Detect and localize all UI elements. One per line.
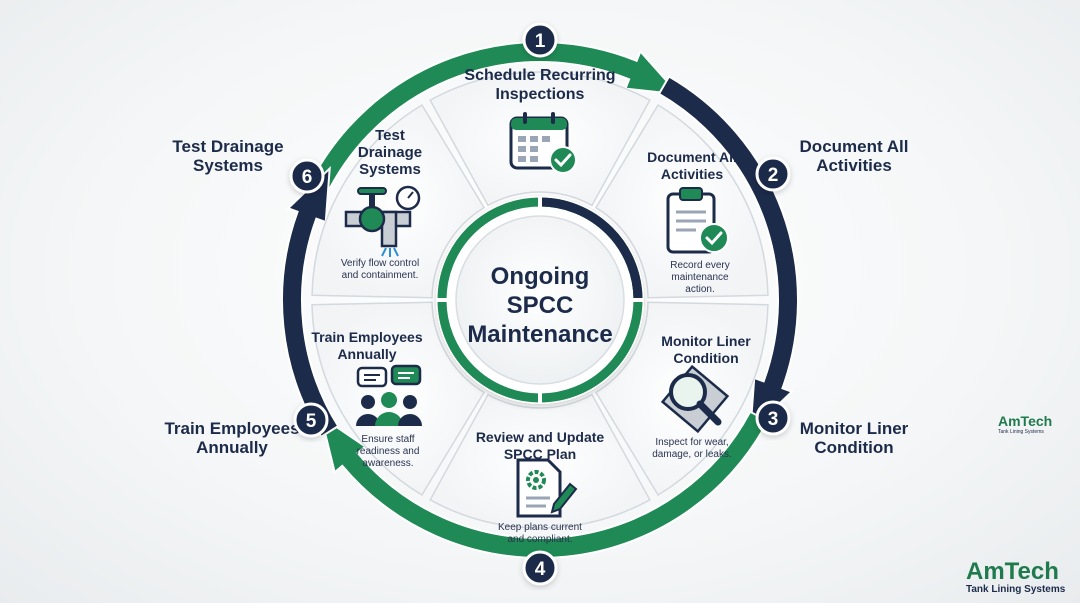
step-3-number: 3 xyxy=(768,409,779,430)
step-3-description-line-2: damage, or leaks. xyxy=(652,449,732,460)
main-logo-tagline: Tank Lining Systems xyxy=(966,584,1066,595)
step-5-outer-label-line-2: Annually xyxy=(196,438,268,457)
center-title-line-1: Ongoing xyxy=(491,263,590,290)
magnifier-liner-icon xyxy=(660,364,730,434)
step-1-badge: 1 xyxy=(522,22,558,58)
step-2-description-line-1: Record every xyxy=(670,260,729,271)
step-6-description-line-2: and containment. xyxy=(342,270,419,281)
step-3-outer-label-line-2: Condition xyxy=(814,438,893,457)
step-6-outer-label-line-2: Systems xyxy=(193,156,263,175)
step-6-outer-label-line-1: Test Drainage xyxy=(172,137,283,156)
step-4-badge: 4 xyxy=(522,550,558,586)
step-4-description-line-2: and compliant. xyxy=(507,534,572,545)
center-title-line-2: SPCC xyxy=(507,292,574,319)
step-2-number: 2 xyxy=(768,165,779,186)
wheel-segment-5 xyxy=(311,301,486,497)
step-3-title-line-2: Condition xyxy=(673,350,738,366)
step-5-title-line-1: Train Employees xyxy=(311,329,422,345)
step-4-number: 4 xyxy=(535,559,546,580)
step-6-description-line-1: Verify flow control xyxy=(341,258,419,269)
valve-gauge-icon xyxy=(344,185,421,257)
center-title-line-3: Maintenance xyxy=(467,321,612,348)
step-3-description-line-1: Inspect for wear, xyxy=(655,437,728,448)
step-badges: 1 2 3 4 5 6 xyxy=(289,22,791,586)
step-3-title-line-1: Monitor Liner xyxy=(661,333,751,349)
clipboard-check-icon xyxy=(666,187,729,254)
step-5-badge: 5 xyxy=(293,402,329,438)
step-6-title-line-2: Drainage xyxy=(358,144,422,161)
step-2-description-line-2: maintenance xyxy=(671,272,729,283)
step-4-description-line-1: Keep plans current xyxy=(498,522,582,533)
step-5-title-line-2: Annually xyxy=(337,346,396,362)
step-6-title-line-3: Systems xyxy=(359,161,421,178)
step-3-outer-label-line-1: Monitor Liner xyxy=(800,419,909,438)
calendar-check-icon xyxy=(509,112,577,174)
step-2-title-line-1: Document All xyxy=(647,149,737,165)
step-5-number: 5 xyxy=(306,411,317,432)
step-6-badge: 6 xyxy=(289,158,325,194)
step-5-description-line-1: Ensure staff xyxy=(361,434,414,445)
step-1-title-line-1: Schedule Recurring xyxy=(464,67,615,84)
step-5-description-line-3: awareness. xyxy=(362,458,413,469)
center-hub: Ongoing SPCC Maintenance xyxy=(436,196,644,404)
step-2-title-line-2: Activities xyxy=(661,166,723,182)
step-2-outer-label-line-1: Document All xyxy=(800,137,909,156)
step-6-number: 6 xyxy=(302,167,313,188)
small-logo-tagline: Tank Lining Systems xyxy=(998,429,1044,435)
step-2-description-line-3: action. xyxy=(685,284,714,295)
step-4-title-line-2: SPCC Plan xyxy=(504,446,576,462)
step-5-description-line-2: readiness and xyxy=(357,446,420,457)
step-2-outer-label-line-2: Activities xyxy=(816,156,892,175)
step-3-badge: 3 xyxy=(755,400,791,436)
document-gear-icon xyxy=(516,458,578,518)
team-chat-icon xyxy=(356,364,422,426)
main-logo-name: AmTech xyxy=(966,558,1059,585)
step-5-outer-label-line-1: Train Employees xyxy=(164,419,299,438)
small-logo: AmTech Tank Lining Systems xyxy=(998,413,1052,435)
cycle-arrow-4 xyxy=(281,166,340,439)
main-logo: AmTech Tank Lining Systems xyxy=(966,558,1066,595)
step-1-title-line-2: Inspections xyxy=(496,86,585,103)
small-logo-name: AmTech xyxy=(998,413,1052,429)
step-2-badge: 2 xyxy=(755,156,791,192)
step-6-title-line-1: Test xyxy=(375,127,405,144)
step-4-title-line-1: Review and Update xyxy=(476,429,605,445)
step-1-number: 1 xyxy=(535,31,546,52)
